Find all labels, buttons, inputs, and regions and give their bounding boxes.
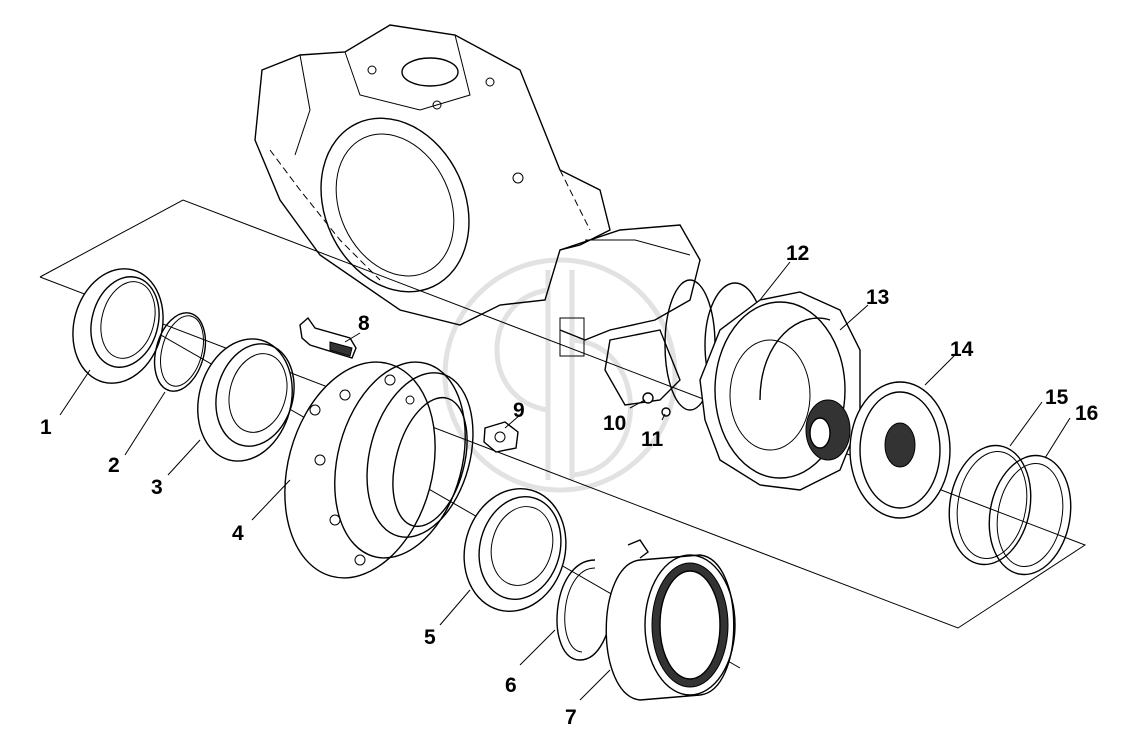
callout-labels: 1 2 3 4 5 6 7 8 9 10 11 12 13 14 15 16 xyxy=(40,242,1098,729)
part-5-bearing xyxy=(463,488,567,612)
leader-lines xyxy=(59,261,1071,701)
callout-6: 6 xyxy=(505,674,517,697)
callout-10: 10 xyxy=(603,412,626,435)
callout-8: 8 xyxy=(358,312,370,335)
part-9-nut xyxy=(483,421,519,453)
part-4-wheel-hub xyxy=(284,361,474,579)
callout-13: 13 xyxy=(866,286,889,309)
callout-12: 12 xyxy=(786,242,809,265)
part-1-seal xyxy=(72,268,164,384)
axle-housing xyxy=(254,24,766,411)
part-10-plug xyxy=(642,392,654,404)
callout-9: 9 xyxy=(513,399,525,422)
part-7-ring-gear xyxy=(605,554,736,701)
part-8-bolt xyxy=(299,316,357,359)
callout-1: 1 xyxy=(40,416,52,439)
part-15-o-ring xyxy=(948,444,1032,566)
callout-14: 14 xyxy=(950,338,974,361)
callout-15: 15 xyxy=(1045,386,1069,409)
part-2-snap-ring xyxy=(153,312,207,392)
callout-11: 11 xyxy=(641,428,664,451)
part-3-bearing xyxy=(197,338,295,462)
callout-7: 7 xyxy=(565,706,577,729)
callout-3: 3 xyxy=(151,476,163,499)
part-14-cover-plate xyxy=(849,381,951,519)
part-11-seal-washer xyxy=(661,407,671,417)
callout-5: 5 xyxy=(424,626,436,649)
watermark-logo xyxy=(442,257,678,493)
part-16-cover-ring xyxy=(988,454,1072,576)
part-12-housing xyxy=(699,291,861,491)
callout-2: 2 xyxy=(108,454,120,477)
part-13-brake-disc xyxy=(759,317,851,461)
callout-16: 16 xyxy=(1075,402,1098,425)
callout-4: 4 xyxy=(232,522,244,545)
